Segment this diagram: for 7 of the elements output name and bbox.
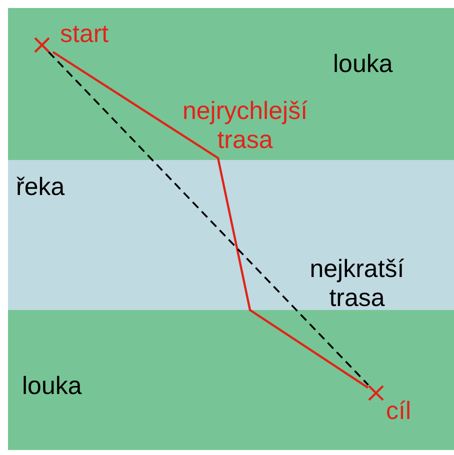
- meadow-label: louka: [333, 50, 393, 79]
- start-label: start: [60, 20, 109, 49]
- finish-label: cíl: [386, 397, 411, 426]
- river-label: řeka: [16, 173, 65, 202]
- edge-label: nejkratší trasa: [308, 255, 406, 313]
- edge-label: nejrychlejší trasa: [181, 97, 309, 155]
- meadow-label: louka: [22, 372, 82, 401]
